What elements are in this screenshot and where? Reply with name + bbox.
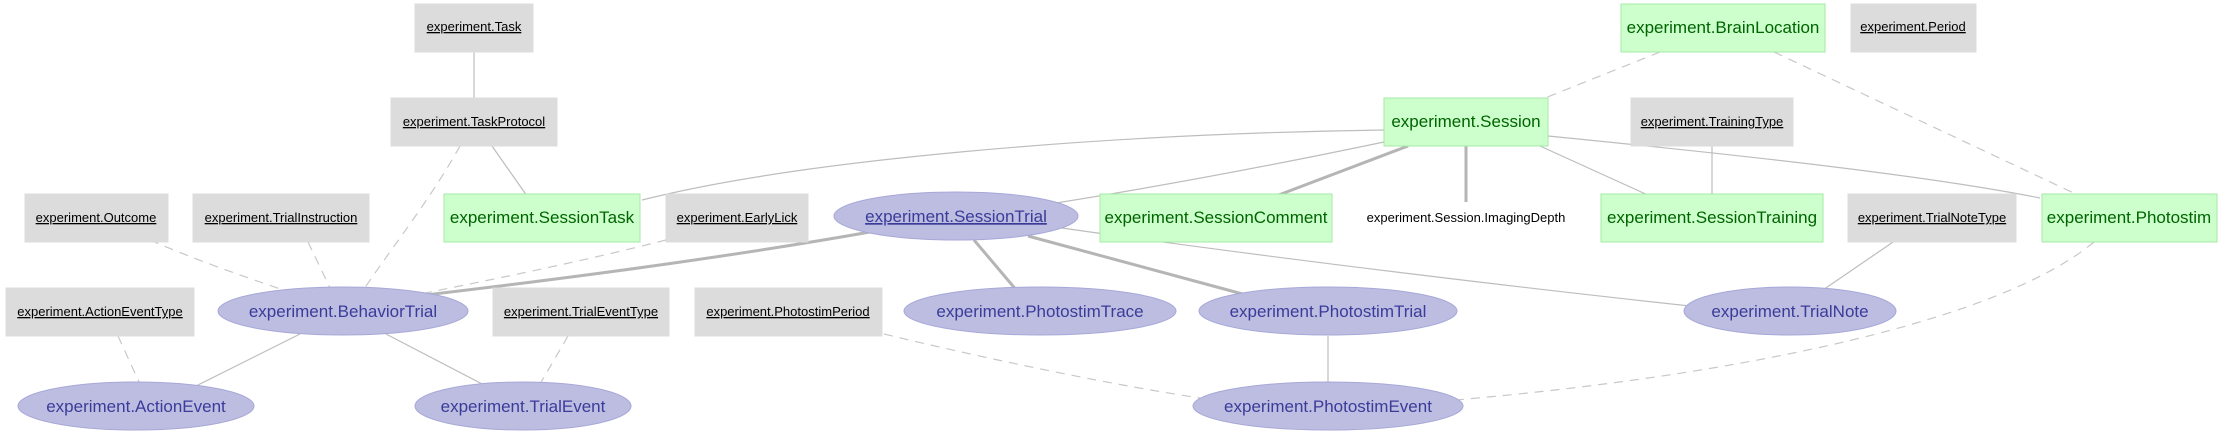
node-action-event-type[interactable]: experiment.ActionEventType — [5, 287, 195, 337]
node-early-lick-label: experiment.EarlyLick — [677, 210, 798, 225]
lookup-tables: experiment.Task experiment.Period experi… — [5, 3, 2017, 337]
edge-sessiontrial-behaviortrial — [399, 230, 871, 300]
edge-actioneventtype-actionevent — [117, 335, 141, 385]
node-behavior-trial[interactable]: experiment.BehaviorTrial — [217, 286, 469, 336]
node-session-training[interactable]: experiment.SessionTraining — [1600, 193, 1824, 243]
node-period-label: experiment.Period — [1860, 19, 1966, 34]
computed-tables: experiment.SessionTrial experiment.Behav… — [17, 191, 1897, 431]
node-photostim-trace-label: experiment.PhotostimTrace — [936, 302, 1143, 321]
edge-trialeventtype-trialevent — [539, 335, 569, 385]
edge-photostimperiod-photostimevent — [883, 333, 1201, 399]
node-trial-event-type[interactable]: experiment.TrialEventType — [492, 287, 670, 337]
node-trial-note-type[interactable]: experiment.TrialNoteType — [1847, 193, 2017, 243]
node-session-comment[interactable]: experiment.SessionComment — [1099, 193, 1333, 243]
edge-taskprotocol-behaviortrial — [361, 145, 461, 293]
node-outcome-label: experiment.Outcome — [36, 210, 157, 225]
node-trial-event-label: experiment.TrialEvent — [441, 397, 606, 416]
node-trial-event-type-label: experiment.TrialEventType — [504, 304, 658, 319]
node-session-comment-label: experiment.SessionComment — [1105, 208, 1328, 227]
node-photostim-period[interactable]: experiment.PhotostimPeriod — [694, 287, 883, 337]
edge-session-photostim — [1547, 135, 2041, 199]
node-brain-location[interactable]: experiment.BrainLocation — [1620, 3, 1826, 53]
node-trial-instruction[interactable]: experiment.TrialInstruction — [192, 193, 370, 243]
node-task-protocol[interactable]: experiment.TaskProtocol — [390, 97, 558, 147]
node-task-protocol-label: experiment.TaskProtocol — [403, 114, 545, 129]
edge-earlylick-behaviortrial — [419, 239, 667, 295]
edge-behaviortrial-actionevent — [195, 333, 301, 387]
edge-session-sessiontask — [641, 129, 1385, 201]
node-photostim-label: experiment.Photostim — [2047, 208, 2211, 227]
node-task[interactable]: experiment.Task — [414, 3, 534, 53]
node-brain-location-label: experiment.BrainLocation — [1627, 18, 1820, 37]
edge-trialinstruction-behaviortrial — [307, 241, 333, 293]
node-photostim-event[interactable]: experiment.PhotostimEvent — [1192, 381, 1464, 431]
node-action-event-label: experiment.ActionEvent — [46, 397, 226, 416]
node-photostim-trace[interactable]: experiment.PhotostimTrace — [903, 286, 1177, 336]
node-trial-note[interactable]: experiment.TrialNote — [1683, 286, 1897, 336]
node-training-type-label: experiment.TrainingType — [1641, 114, 1784, 129]
edge-sessiontrial-photostimtrial — [1027, 234, 1251, 298]
node-session-task[interactable]: experiment.SessionTask — [443, 193, 641, 243]
node-session-trial-label: experiment.SessionTrial — [865, 207, 1047, 226]
edge-session-sessiontraining — [1539, 145, 1651, 197]
node-outcome[interactable]: experiment.Outcome — [24, 193, 169, 243]
node-task-label: experiment.Task — [427, 19, 522, 34]
node-photostim-period-label: experiment.PhotostimPeriod — [706, 304, 869, 319]
node-training-type[interactable]: experiment.TrainingType — [1630, 97, 1794, 147]
node-photostim-trial-label: experiment.PhotostimTrial — [1230, 302, 1427, 321]
node-trial-note-type-label: experiment.TrialNoteType — [1858, 210, 2006, 225]
node-photostim-trial[interactable]: experiment.PhotostimTrial — [1198, 286, 1458, 336]
node-photostim-event-label: experiment.PhotostimEvent — [1224, 397, 1432, 416]
node-early-lick[interactable]: experiment.EarlyLick — [665, 193, 809, 243]
edge-behaviortrial-trialevent — [385, 333, 487, 387]
edge-trialnotetype-trialnote — [1819, 239, 1897, 293]
node-period[interactable]: experiment.Period — [1850, 3, 1977, 53]
edge-session-sessiontrial — [1049, 141, 1385, 205]
node-behavior-trial-label: experiment.BehaviorTrial — [249, 302, 437, 321]
node-action-event[interactable]: experiment.ActionEvent — [17, 381, 255, 431]
node-session-label: experiment.Session — [1391, 112, 1540, 131]
edge-taskprotocol-sessiontask — [491, 145, 528, 197]
edge-sessiontrial-photostimtrace — [972, 239, 1020, 293]
node-trial-event[interactable]: experiment.TrialEvent — [414, 381, 632, 431]
edge-brainlocation-photostim — [1773, 51, 2081, 197]
edge-outcome-behaviortrial — [149, 239, 296, 295]
node-trial-instruction-label: experiment.TrialInstruction — [205, 210, 358, 225]
node-session[interactable]: experiment.Session — [1383, 97, 1549, 147]
manual-tables: experiment.BrainLocation experiment.Sess… — [443, 3, 2218, 243]
edge-session-sessioncomment — [1275, 144, 1409, 198]
node-imaging-depth[interactable]: experiment.Session.ImagingDepth — [1367, 210, 1566, 225]
node-photostim[interactable]: experiment.Photostim — [2041, 193, 2218, 243]
node-imaging-depth-label: experiment.Session.ImagingDepth — [1367, 210, 1566, 225]
node-session-task-label: experiment.SessionTask — [450, 208, 635, 227]
node-session-trial[interactable]: experiment.SessionTrial — [833, 191, 1079, 241]
node-action-event-type-label: experiment.ActionEventType — [17, 304, 182, 319]
node-trial-note-label: experiment.TrialNote — [1711, 302, 1868, 321]
node-session-training-label: experiment.SessionTraining — [1607, 208, 1817, 227]
edge-brainlocation-session — [1539, 51, 1661, 101]
